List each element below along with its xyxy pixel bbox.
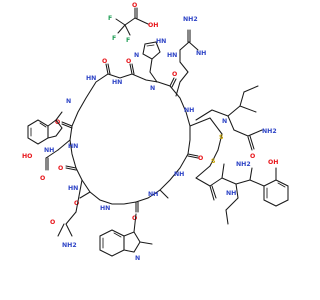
ring-n-2: HN xyxy=(112,79,122,86)
arg-hn: HN xyxy=(167,52,177,59)
ring-n-11: N xyxy=(222,118,227,125)
ring-o-2: O xyxy=(126,58,131,65)
structure-svg: F F F O OH NH2 NH HN HN N xyxy=(22,2,289,262)
tyr-oh: OH xyxy=(268,159,278,166)
his-hn: HN xyxy=(156,38,166,45)
ring-o-1: O xyxy=(102,58,107,65)
ring-n-3: N xyxy=(150,85,155,92)
asn-o: O xyxy=(50,219,55,226)
ring-n-5: NH xyxy=(174,171,184,178)
cterm-nh2: NH2 xyxy=(262,128,277,135)
ring-n-6: NH xyxy=(148,191,158,198)
disulfide-bridge: S S xyxy=(189,117,223,179)
ring-n-10: N xyxy=(66,98,71,105)
tyrosine-ring: OH xyxy=(263,159,289,207)
ring-n-1: HN xyxy=(86,75,96,82)
tryptophan-lower: N xyxy=(99,213,153,262)
tryptophan-upper: NH xyxy=(27,111,63,154)
histidine-ring: HN N xyxy=(134,38,166,83)
aspartate-sidechain: O HO xyxy=(22,139,71,182)
asp-o: O xyxy=(40,175,45,182)
ring-n-4: NH xyxy=(184,107,194,114)
asn-nh2: NH2 xyxy=(62,242,77,249)
ring-o-4: O xyxy=(198,155,203,162)
sulfur-2: S xyxy=(211,158,215,165)
tfa-counterion: F F F O OH xyxy=(108,2,158,44)
asparagine-sidechain: O NH2 xyxy=(50,179,83,249)
c-terminal-ile: NH2 O N xyxy=(195,85,277,160)
ring-n-9: HN xyxy=(68,143,78,150)
ring-o-7: O xyxy=(58,165,63,172)
ring-o-6: O xyxy=(74,200,79,207)
tfa-f1: F xyxy=(108,15,112,22)
tfa-f2: F xyxy=(112,35,116,42)
tyr-nh2: NH2 xyxy=(236,161,251,168)
ring-o-3: O xyxy=(172,71,177,78)
trp-upper-nh: NH xyxy=(44,147,54,154)
backbone-labels: O O O O O O O O HN HN N NH NH NH HN HN H… xyxy=(55,58,203,222)
arg-nh: NH xyxy=(196,50,206,57)
ring-n-8: HN xyxy=(68,185,78,192)
cterm-o: O xyxy=(250,153,255,160)
tfa-o: O xyxy=(132,2,137,9)
asp-oh: HO xyxy=(22,153,32,160)
trp-lower-n: N xyxy=(135,255,140,262)
sulfur-1: S xyxy=(219,134,223,141)
arginine-sidechain: NH2 NH HN xyxy=(167,16,206,97)
n-terminal-chain: NH2 NH xyxy=(195,161,265,225)
arg-nh2: NH2 xyxy=(183,16,198,23)
ring-n-12: NH xyxy=(226,190,236,197)
tfa-f3: F xyxy=(126,37,130,44)
ring-o-5: O xyxy=(132,215,137,222)
tfa-oh: OH xyxy=(148,22,158,29)
macrocycle-backbone xyxy=(61,63,199,213)
his-n: N xyxy=(134,52,139,59)
ring-n-7: HN xyxy=(100,205,110,212)
molecule-canvas: F F F O OH NH2 NH HN HN N xyxy=(22,2,289,262)
